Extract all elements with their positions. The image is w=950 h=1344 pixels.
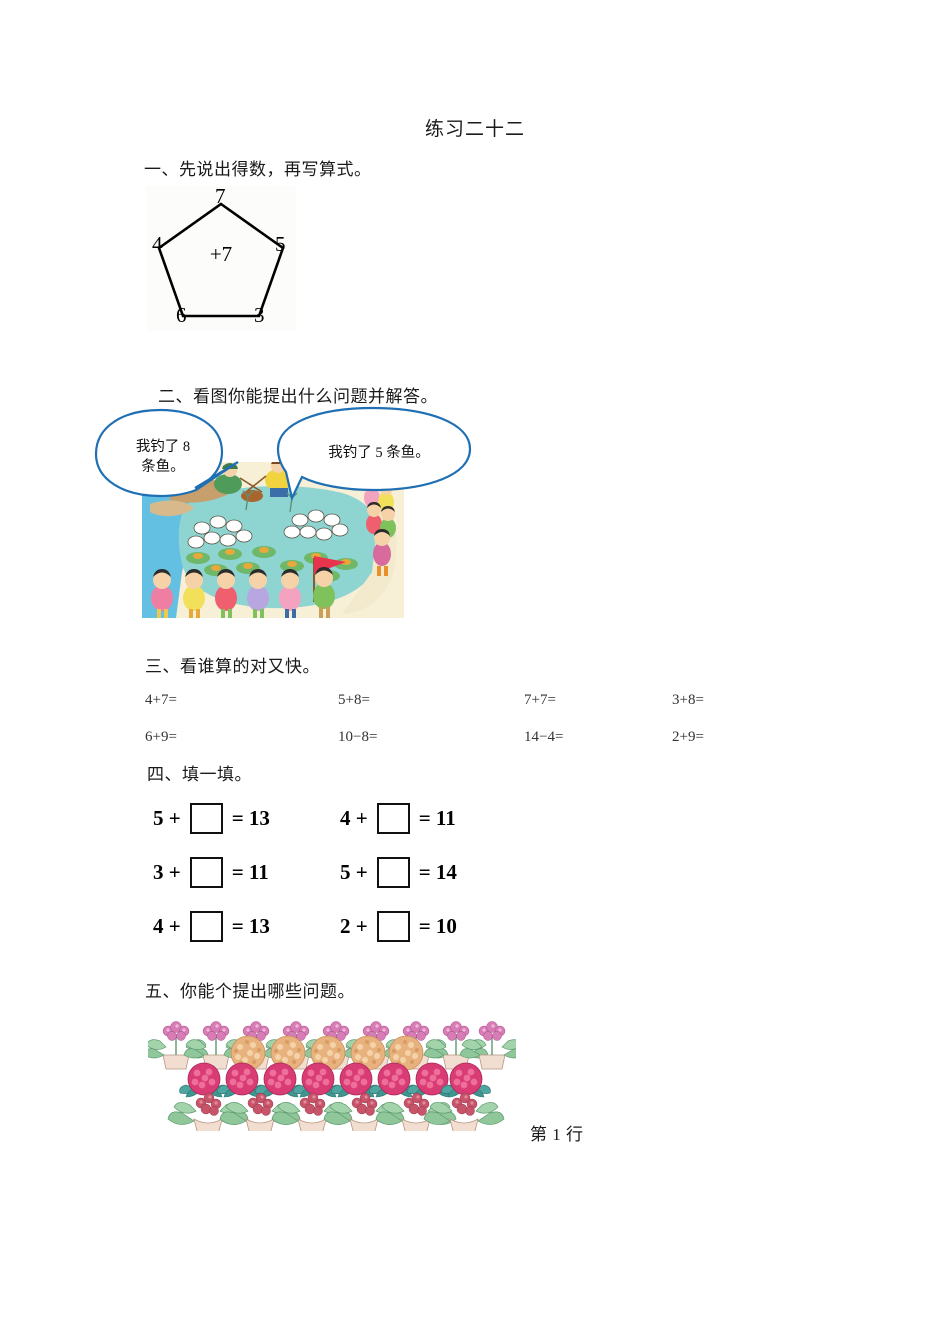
fill-in-row-1: 5 + = 13: [153, 803, 270, 834]
fill-in-result-2: = 11: [418, 806, 456, 830]
fill-in-answer-box-2[interactable]: [376, 803, 410, 834]
fishing-scene-svg: [142, 462, 404, 618]
fill-in-left-operand-1: 5 +: [153, 806, 181, 830]
calc-problem-r1c3: 7+7=: [524, 692, 556, 708]
pentagon-value-top: 7: [215, 184, 226, 208]
fill-in-row-3: 3 + = 11: [153, 857, 269, 888]
section-heading-2: 二、看图你能提出什么问题并解答。: [158, 387, 438, 406]
pentagon-figure: 7 4 5 6 3 +7: [146, 184, 296, 331]
speech-bubble-right-text: 我钓了 5 条鱼。: [328, 445, 430, 461]
fill-in-answer-box-6[interactable]: [376, 911, 410, 942]
page-title: 练习二十二: [424, 119, 525, 140]
section-heading-5: 五、你能个提出哪些问题。: [145, 982, 355, 1001]
pentagon-value-bottom-left: 6: [176, 303, 187, 327]
fishing-scene-illustration: [142, 462, 404, 618]
fill-in-result-5: = 13: [231, 914, 270, 938]
fill-in-row-4: 5 + = 14: [340, 857, 457, 888]
fill-in-row-6: 2 + = 10: [340, 911, 457, 942]
fill-in-result-3: = 11: [231, 860, 269, 884]
pentagon-value-left: 4: [152, 232, 163, 256]
fill-in-left-operand-5: 4 +: [153, 914, 181, 938]
calc-problem-r2c1: 6+9=: [145, 729, 177, 745]
fill-in-answer-box-1[interactable]: [189, 803, 223, 834]
fill-in-answer-box-4[interactable]: [376, 857, 410, 888]
calc-problem-r2c2: 10−8=: [338, 729, 378, 745]
fill-in-left-operand-4: 5 +: [340, 860, 368, 884]
fill-in-row-2: 4 + = 11: [340, 803, 456, 834]
pentagon-operator-label: +7: [209, 242, 233, 266]
fill-in-left-operand-6: 2 +: [340, 914, 368, 938]
fill-in-answer-box-5[interactable]: [189, 911, 223, 942]
fill-in-left-operand-3: 3 +: [153, 860, 181, 884]
calc-problem-r1c4: 3+8=: [672, 692, 704, 708]
pentagon-value-bottom-right: 3: [254, 303, 265, 327]
calc-problem-r2c3: 14−4=: [524, 729, 564, 745]
fill-in-result-6: = 10: [418, 914, 457, 938]
calc-problem-r2c4: 2+9=: [672, 729, 704, 745]
calc-problem-r1c2: 5+8=: [338, 692, 370, 708]
fill-in-row-5: 4 + = 13: [153, 911, 270, 942]
speech-bubble-left-text: 我钓了 8 条鱼。: [135, 439, 191, 475]
pentagon-value-right: 5: [275, 232, 286, 256]
flower-rows-svg: [148, 1009, 516, 1131]
fill-in-answer-box-3[interactable]: [189, 857, 223, 888]
calc-problem-r1c1: 4+7=: [145, 692, 177, 708]
flower-rows-illustration: [148, 1009, 516, 1131]
section-heading-3: 三、看谁算的对又快。: [145, 657, 320, 676]
section-heading-1: 一、先说出得数，再写算式。: [144, 160, 372, 179]
fill-in-left-operand-2: 4 +: [340, 806, 368, 830]
row-label: 第 1 行: [530, 1125, 584, 1144]
pentagon-shape: [157, 202, 285, 318]
fill-in-result-4: = 14: [418, 860, 457, 884]
fill-in-result-1: = 13: [231, 806, 270, 830]
section-heading-4: 四、填一填。: [147, 765, 252, 784]
